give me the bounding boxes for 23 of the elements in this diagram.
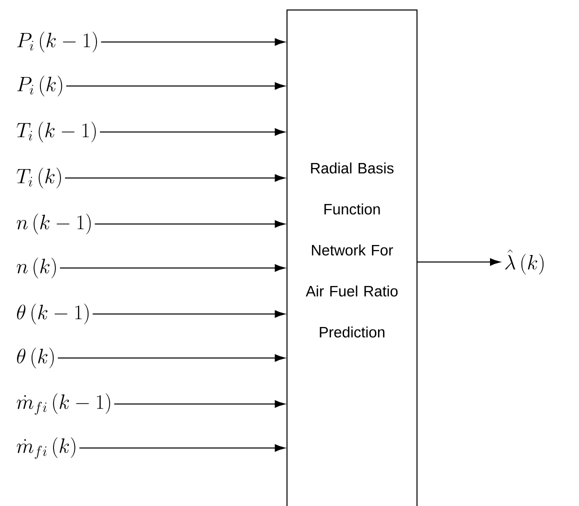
- output-label: $\hat{\lambda}\left(k\right)$: [505, 250, 544, 275]
- arrow: [99, 128, 285, 136]
- input-label: $n\left(k\right)$: [16, 258, 56, 278]
- input-label: $\dot{m}_{fi}\left(k-1\right)$: [16, 393, 110, 415]
- arrow: [114, 400, 285, 408]
- input-label: $n\left(k-1\right)$: [16, 214, 91, 234]
- arrow: [78, 444, 285, 452]
- arrow: [59, 264, 285, 272]
- input-label: $T_i\left(k\right)$: [16, 168, 61, 188]
- network-box: Radial Basis Function Network For Air Fuel Ratio Prediction: [286, 10, 418, 506]
- arrow: [66, 82, 285, 90]
- arrow: [94, 220, 285, 228]
- arrow: [100, 38, 285, 46]
- input-label: $\theta\left(k-1\right)$: [17, 304, 89, 324]
- arrow: [416, 258, 500, 266]
- arrow: [92, 310, 285, 318]
- input-label: $P_i\left(k\right)$: [17, 76, 62, 96]
- input-label: $P_i\left(k-1\right)$: [17, 32, 97, 52]
- input-label: $\dot{m}_{fi}\left(k\right)$: [16, 437, 76, 459]
- arrow: [57, 354, 285, 362]
- arrow: [64, 174, 285, 182]
- input-label: $T_i\left(k-1\right)$: [16, 122, 96, 142]
- input-label: $\theta\left(k\right)$: [17, 348, 54, 368]
